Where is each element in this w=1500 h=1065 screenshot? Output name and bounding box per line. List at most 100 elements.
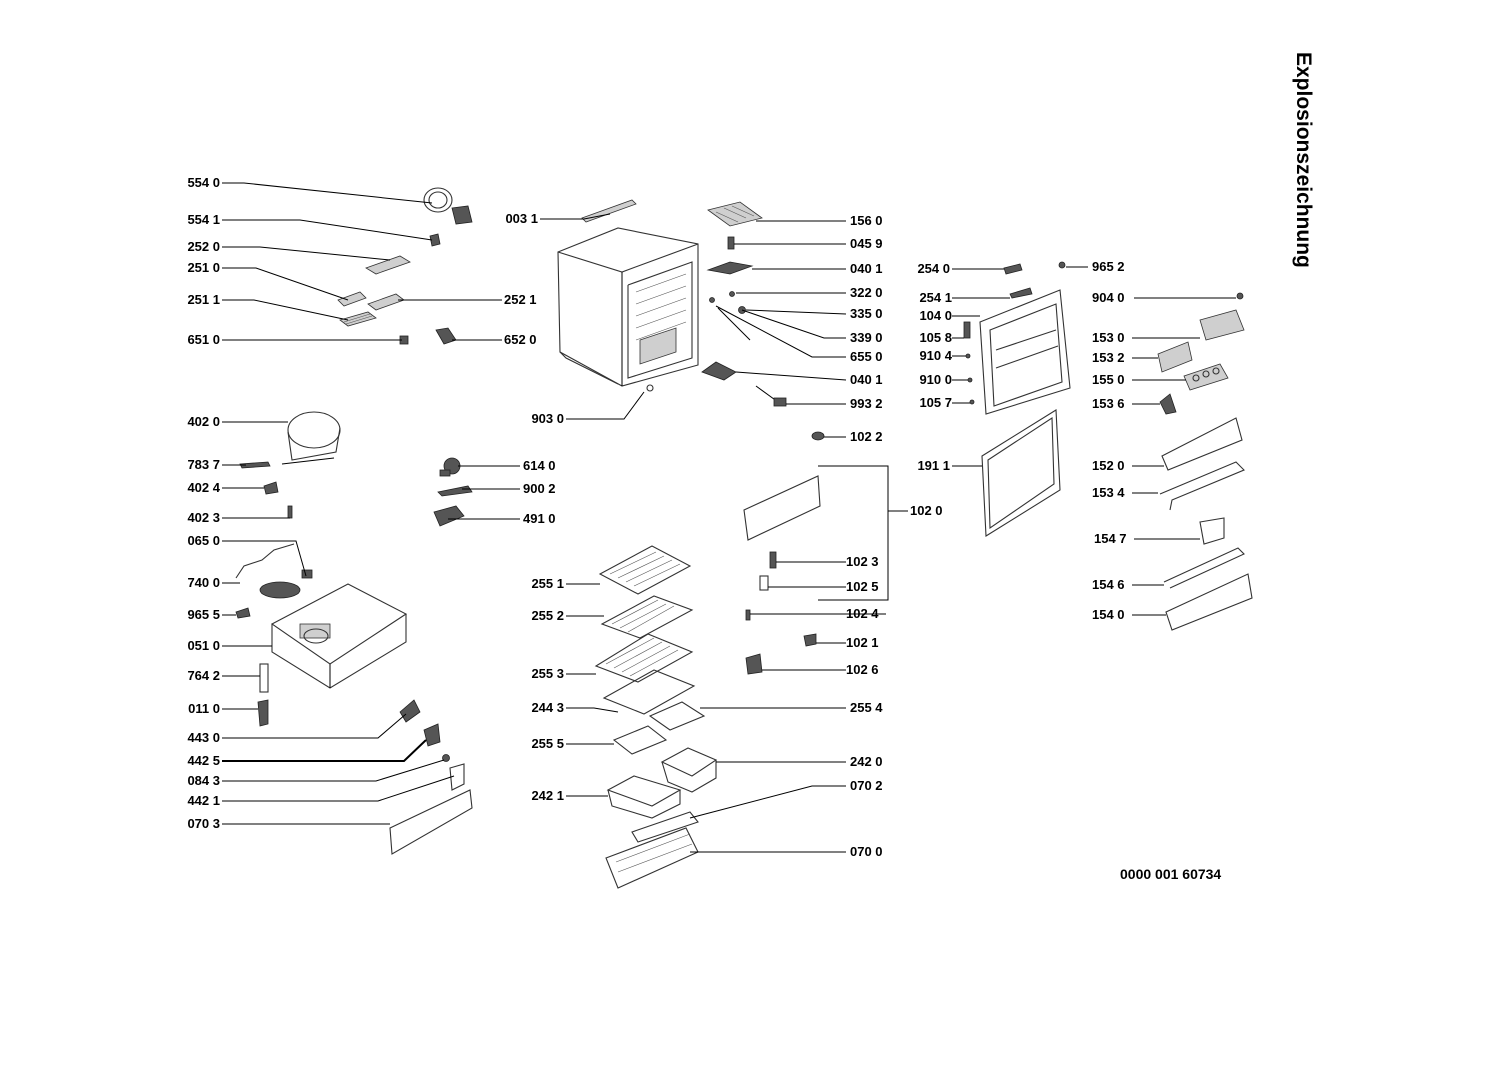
filter-drier-part	[259, 663, 269, 693]
part-label: 040 1	[850, 372, 883, 387]
fan-ring-part	[423, 187, 473, 225]
switch-bracket-part	[449, 763, 465, 791]
door-screws-part	[963, 321, 975, 405]
drawer-trim-part	[631, 811, 699, 843]
switch-part	[423, 723, 441, 747]
part-label: 442 5	[187, 753, 220, 768]
part-label: 153 6	[1092, 396, 1125, 411]
part-label: 910 4	[919, 348, 952, 363]
thermostat-sensor-part	[755, 385, 787, 407]
part-label: 783 7	[187, 457, 220, 472]
part-label: 443 0	[187, 730, 220, 745]
spring-part	[287, 505, 293, 519]
glass-shelf-2	[600, 595, 694, 639]
pin-part	[727, 236, 735, 250]
part-label: 614 0	[523, 458, 556, 473]
part-label: 105 7	[919, 395, 952, 410]
plug-part	[646, 384, 654, 392]
part-label: 040 1	[850, 261, 883, 276]
part-label: 402 3	[187, 510, 220, 525]
vent-grille-part	[707, 201, 763, 227]
thermostat-part	[439, 457, 461, 477]
clip-part	[429, 233, 441, 247]
crisper-cover-part	[602, 669, 696, 715]
part-label: 154 6	[1092, 577, 1125, 592]
part-label: 254 0	[917, 261, 950, 276]
latch-catch-part	[803, 633, 817, 647]
part-label: 154 0	[1092, 607, 1125, 622]
part-label: 156 0	[850, 213, 883, 228]
part-label: 251 1	[187, 292, 220, 307]
part-label: 554 1	[187, 212, 220, 227]
part-label: 102 0	[910, 503, 943, 518]
base-frame-part	[270, 583, 408, 689]
light-housing-part	[337, 255, 411, 327]
part-label: 051 0	[187, 638, 220, 653]
part-label: 102 5	[846, 579, 879, 594]
drawer-rail-left-part	[612, 725, 668, 755]
part-label: 491 0	[523, 511, 556, 526]
part-label: 554 0	[187, 175, 220, 190]
part-label: 335 0	[850, 306, 883, 321]
part-label: 102 6	[846, 662, 879, 677]
part-label: 045 9	[850, 236, 883, 251]
part-label: 153 2	[1092, 350, 1125, 365]
part-label: 102 4	[846, 606, 879, 621]
crisper-drawer-left	[606, 775, 682, 819]
leader-lines	[222, 182, 1236, 853]
part-label: 965 5	[187, 607, 220, 622]
lamp-holder-part	[399, 699, 421, 723]
cabinet-body	[557, 227, 699, 387]
part-label: 242 0	[850, 754, 883, 769]
glass-shelf-3	[594, 633, 694, 683]
part-label: 402 0	[187, 414, 220, 429]
capillary-part	[437, 485, 473, 497]
part-label: 070 3	[187, 816, 220, 831]
part-label: 910 0	[919, 372, 952, 387]
hinge-lower-part	[701, 361, 737, 381]
part-label: 900 2	[523, 481, 556, 496]
glass-shelf-1	[598, 545, 692, 595]
small-cover-part	[1157, 341, 1193, 373]
part-label: 242 1	[531, 788, 564, 803]
part-label: 105 8	[919, 330, 952, 345]
hinge-bolts-part	[709, 291, 751, 341]
part-label: 252 1	[504, 292, 537, 307]
bottle-holder-part	[1199, 517, 1225, 545]
part-label: 651 0	[187, 332, 220, 347]
pin-small-part	[745, 609, 751, 621]
part-label: 104 0	[919, 308, 952, 323]
part-label: 255 1	[531, 576, 564, 591]
part-label: 254 1	[919, 290, 952, 305]
part-label: 102 1	[846, 635, 879, 650]
top-strip-part	[581, 199, 637, 223]
bolt-part	[235, 607, 251, 619]
latch-part	[769, 551, 777, 569]
screw-part	[1058, 261, 1066, 269]
document-number: 0000 001 60734	[1120, 866, 1222, 882]
part-label: 255 4	[850, 700, 883, 715]
part-label: 993 2	[850, 396, 883, 411]
part-label: 903 0	[531, 411, 564, 426]
part-label: 011 0	[188, 701, 220, 716]
part-label: 102 3	[846, 554, 879, 569]
door-part	[979, 263, 1071, 415]
bottle-shelf-part	[1165, 573, 1253, 631]
part-label: 065 0	[187, 533, 220, 548]
shelf-rail-part	[1163, 547, 1245, 589]
hinge-pin-part	[759, 575, 769, 591]
knob-part	[811, 431, 825, 441]
part-label: 070 0	[850, 844, 883, 859]
part-label: 191 1	[917, 458, 950, 473]
part-label: 652 0	[504, 332, 537, 347]
part-label: 965 2	[1092, 259, 1125, 274]
relay-part	[239, 461, 271, 469]
part-label: 154 7	[1094, 531, 1127, 546]
part-label: 152 0	[1092, 458, 1125, 473]
part-label: 655 0	[850, 349, 883, 364]
part-label: 252 0	[187, 239, 220, 254]
part-label: 102 2	[850, 429, 883, 444]
part-label: 402 4	[187, 480, 220, 495]
